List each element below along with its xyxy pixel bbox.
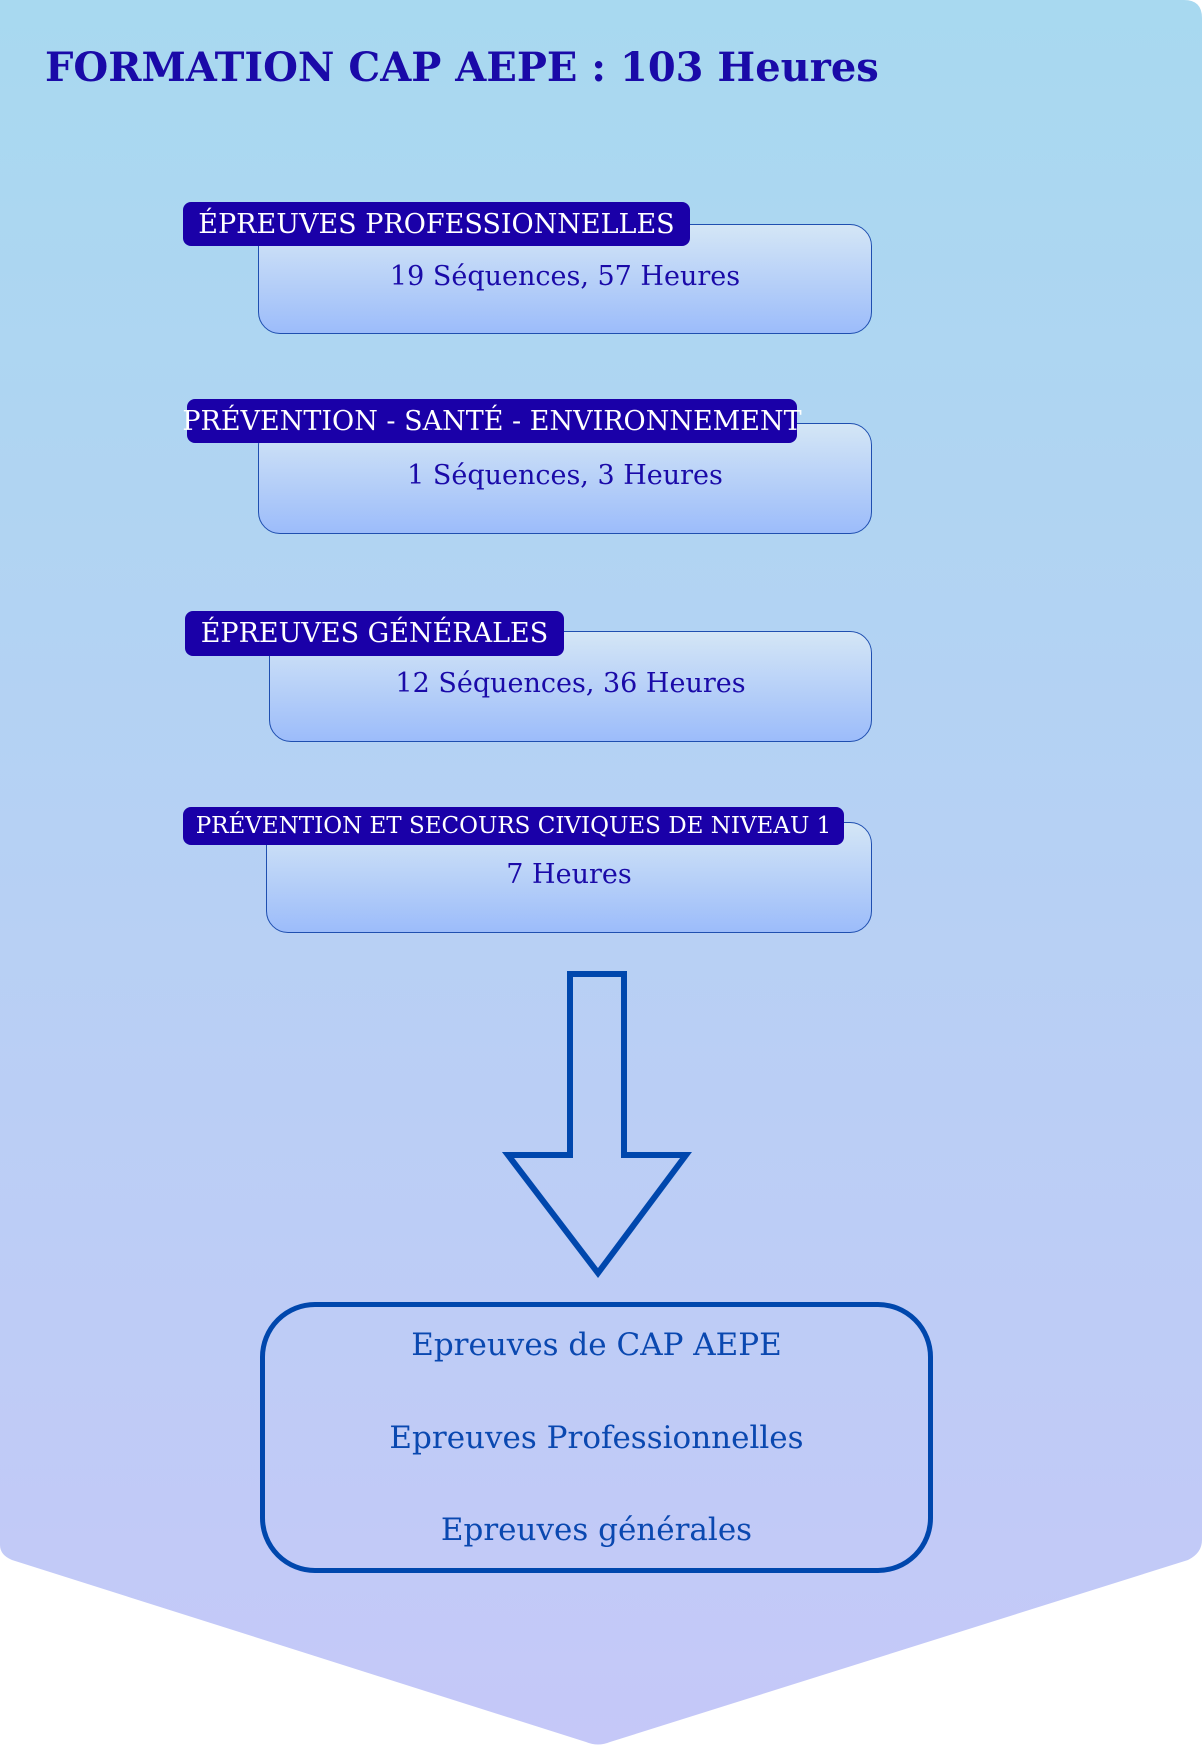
result-line: Epreuves générales xyxy=(440,1512,753,1548)
module-detail: 19 Séquences, 57 Heures xyxy=(389,261,741,292)
module-label: ÉPREUVES GÉNÉRALES xyxy=(185,611,564,656)
module-detail: 1 Séquences, 3 Heures xyxy=(407,460,723,491)
result-line: Epreuves de CAP AEPE xyxy=(411,1327,782,1363)
page-title: FORMATION CAP AEPE : 103 Heures xyxy=(45,44,879,91)
module-label: PRÉVENTION ET SECOURS CIVIQUES DE NIVEAU… xyxy=(183,807,844,845)
result-box: Epreuves de CAP AEPE Epreuves Profession… xyxy=(260,1302,933,1573)
module-label: ÉPREUVES PROFESSIONNELLES xyxy=(183,202,690,246)
result-line: Epreuves Professionnelles xyxy=(389,1420,804,1456)
module-detail: 7 Heures xyxy=(506,859,632,890)
module-detail: 12 Séquences, 36 Heures xyxy=(395,668,746,699)
module-label: PRÉVENTION - SANTÉ - ENVIRONNEMENT xyxy=(182,399,802,443)
